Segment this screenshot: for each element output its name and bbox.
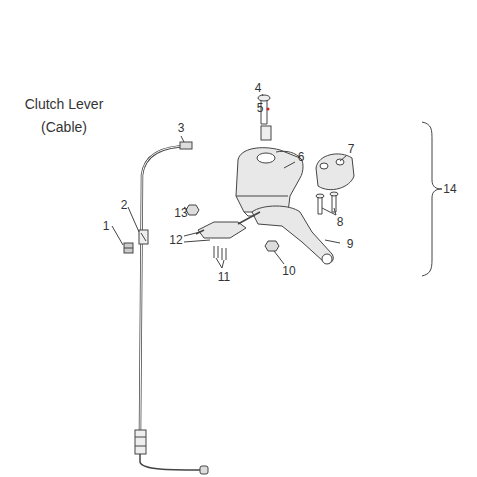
callout-number: 7 <box>348 142 355 156</box>
callout-number: 4 <box>255 81 262 95</box>
callout-number: 3 <box>178 121 185 135</box>
callout-number: 11 <box>218 270 230 284</box>
callout-number: 10 <box>282 264 295 278</box>
callout-number: 14 <box>443 182 456 196</box>
callout-number: 8 <box>337 215 344 229</box>
callout-number: 9 <box>347 237 354 251</box>
callout-number: 13 <box>174 206 187 220</box>
diagram-title: Clutch Lever (Cable) <box>14 93 114 139</box>
callout-number: 5 <box>257 101 264 115</box>
callout-number: 6 <box>298 150 305 164</box>
callout-number: 2 <box>121 198 128 212</box>
callout-number: 12 <box>169 233 182 247</box>
callout-number: 1 <box>103 219 110 233</box>
